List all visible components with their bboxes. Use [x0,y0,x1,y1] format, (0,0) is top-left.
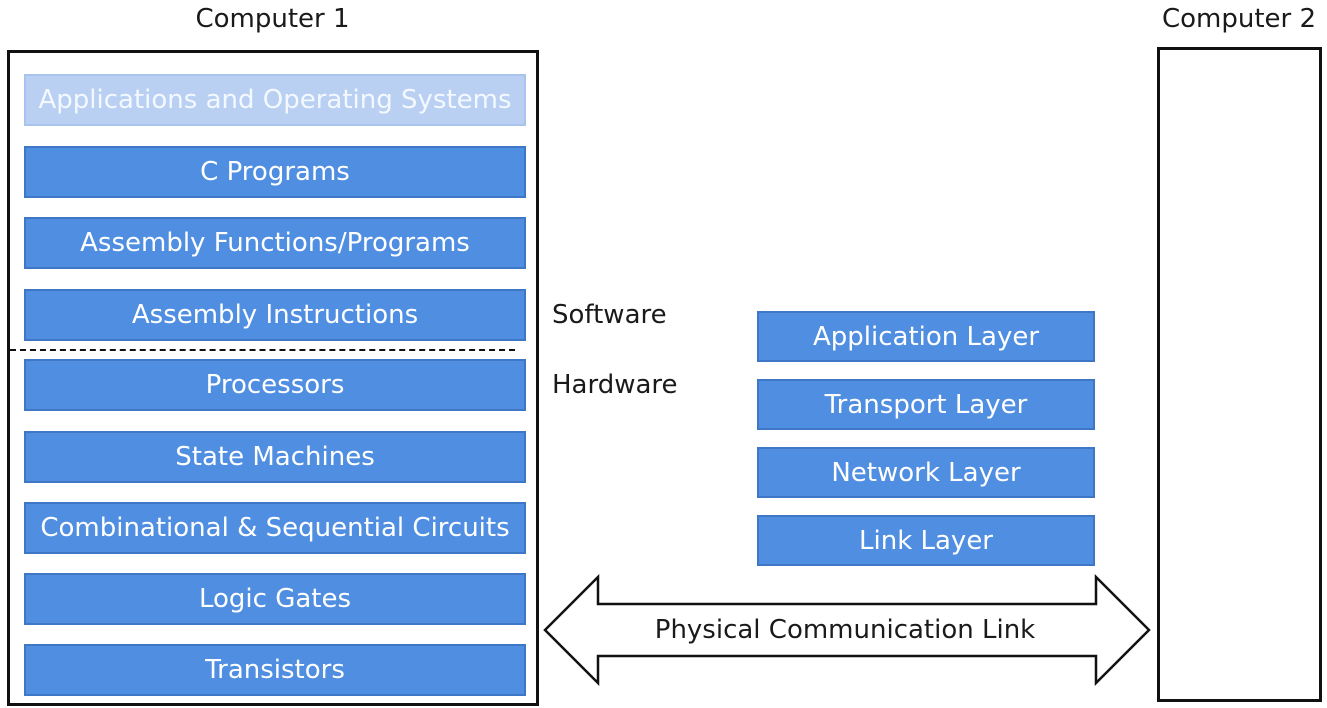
layer-assembly-instructions: Assembly Instructions [24,289,526,341]
computer-1-title: Computer 1 [195,4,350,34]
software-hardware-divider [10,349,515,351]
layer-application: Application Layer [757,311,1095,362]
computer-1-box: Applications and Operating Systems C Pro… [7,50,539,706]
hardware-label: Hardware [552,370,678,400]
layer-processors: Processors [24,359,526,411]
layer-transport: Transport Layer [757,379,1095,430]
layer-combinational-sequential: Combinational & Sequential Circuits [24,502,526,554]
layer-link: Link Layer [757,515,1095,566]
layer-applications-os: Applications and Operating Systems [24,74,526,126]
physical-link-label: Physical Communication Link [654,615,1036,645]
computer-2-title: Computer 2 [1161,4,1317,34]
software-label: Software [552,300,667,330]
computer-2-box [1157,47,1322,702]
layer-transistors: Transistors [24,644,526,696]
layer-network: Network Layer [757,447,1095,498]
physical-link-arrow [543,574,1151,686]
double-arrow-shape [543,574,1151,686]
layer-state-machines: State Machines [24,431,526,483]
layer-logic-gates: Logic Gates [24,573,526,625]
layer-c-programs: C Programs [24,146,526,198]
layer-assembly-functions: Assembly Functions/Programs [24,217,526,269]
